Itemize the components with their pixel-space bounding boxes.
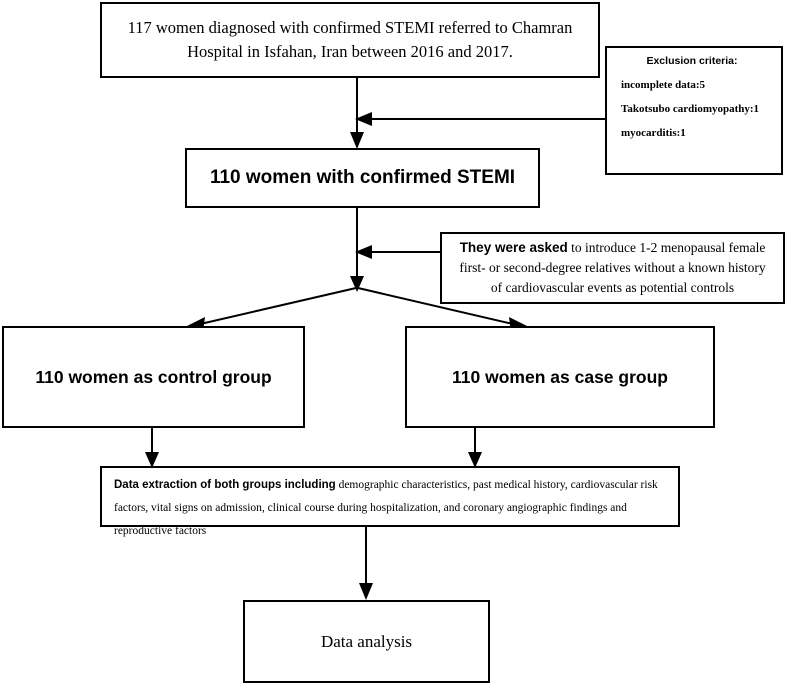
controls-note-lead: They were asked [459, 239, 568, 255]
node-case-group-label: 110 women as case group [452, 366, 668, 387]
node-confirmed-stemi-label: 110 women with confirmed STEMI [209, 167, 516, 188]
connector-control-to-extraction [151, 428, 153, 466]
node-exclusion-content: Exclusion criteria: incomplete data:5 Ta… [607, 48, 781, 152]
data-extraction-lead: Data extraction of both groups including [114, 479, 336, 491]
connector-case-to-extraction [474, 428, 476, 466]
node-case-group: 110 women as case group [405, 326, 715, 428]
edge-branch-to-control [195, 287, 357, 326]
node-controls-note-text: They were asked to introduce 1-2 menopau… [442, 238, 783, 299]
node-control-group-label: 110 women as control group [35, 366, 272, 387]
exclusion-item-0: incomplete data:5 [621, 78, 706, 91]
connector-exclusion-to-trunk [358, 118, 606, 120]
node-enrollment: 117 women diagnosed with confirmed STEMI… [100, 2, 600, 78]
node-data-extraction: Data extraction of both groups including… [100, 466, 680, 537]
node-controls-recruitment-note: They were asked to introduce 1-2 menopau… [440, 232, 785, 304]
exclusion-item-2: myocarditis:1 [621, 126, 686, 139]
exclusion-item-1: Takotsubo cardiomyopathy:1 [621, 102, 760, 115]
connector-extraction-to-analysis [365, 527, 367, 592]
node-control-group: 110 women as control group [2, 326, 305, 428]
exclusion-title: Exclusion criteria: [646, 55, 738, 67]
connector-enrollment-to-stemi [356, 78, 358, 147]
node-data-extraction-text: Data extraction of both groups including… [102, 468, 678, 543]
node-confirmed-stemi: 110 women with confirmed STEMI [185, 148, 540, 208]
connector-controlsnote-to-trunk [358, 251, 440, 253]
connector-stemi-to-branch [356, 208, 358, 288]
data-extraction-rest: demographic characteristics, past medica… [114, 479, 658, 537]
controls-note-rest: to introduce 1-2 menopausal female first… [459, 239, 766, 296]
node-enrollment-label: 117 women diagnosed with confirmed STEMI… [127, 18, 573, 61]
node-data-analysis-label: Data analysis [320, 631, 413, 651]
node-data-analysis: Data analysis [243, 600, 490, 683]
node-exclusion-criteria: Exclusion criteria: incomplete data:5 Ta… [605, 46, 783, 175]
